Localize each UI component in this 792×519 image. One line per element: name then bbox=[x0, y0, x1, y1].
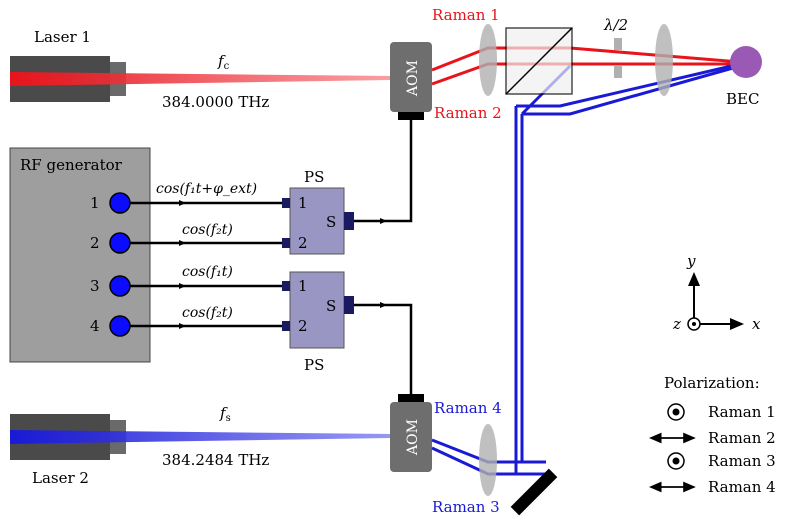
laser-1-freq-value: 384.0000 THz bbox=[162, 93, 269, 111]
polarization-legend: Polarization: Raman 1 Raman 2 Raman 3 Ra… bbox=[649, 374, 776, 496]
rf-cables bbox=[130, 201, 282, 328]
svg-text:4: 4 bbox=[90, 317, 100, 335]
beam-splitter bbox=[505, 27, 573, 95]
half-wave-plate: λ/2 bbox=[603, 16, 628, 78]
ps-2-label: PS bbox=[304, 356, 324, 374]
lens-1 bbox=[479, 24, 497, 96]
laser-2-freq-symbol: fs bbox=[219, 404, 231, 424]
waveplate-label: λ/2 bbox=[603, 16, 628, 34]
laser-2-beam bbox=[10, 430, 390, 444]
svg-text:S: S bbox=[326, 297, 336, 315]
raman-2-label: Raman 2 bbox=[434, 104, 502, 122]
bec-label: BEC bbox=[726, 90, 759, 108]
svg-text:1: 1 bbox=[298, 277, 308, 295]
laser-1-label: Laser 1 bbox=[34, 28, 91, 46]
aom-1: AOM bbox=[390, 42, 432, 120]
polarization-item-4: Raman 4 bbox=[708, 478, 776, 496]
laser-1: Laser 1 fc 384.0000 THz bbox=[10, 28, 390, 111]
ps-1-label: PS bbox=[304, 168, 324, 186]
svg-text:1: 1 bbox=[298, 194, 308, 212]
phase-shifter-1: 1 2 S PS bbox=[282, 168, 354, 255]
laser-1-beam bbox=[10, 72, 390, 86]
bec-cloud bbox=[730, 46, 762, 78]
aom-2-label: AOM bbox=[405, 419, 421, 456]
laser-2-label: Laser 2 bbox=[32, 469, 89, 487]
rf-generator-title: RF generator bbox=[20, 156, 123, 174]
raman-3-label: Raman 3 bbox=[432, 498, 500, 516]
ps-to-aom-cables bbox=[354, 120, 413, 394]
axis-y-label: y bbox=[686, 252, 696, 270]
rf-port-2: 2 bbox=[90, 232, 131, 254]
polarization-item-1: Raman 1 bbox=[708, 403, 776, 421]
laser-1-freq-symbol: fc bbox=[217, 52, 230, 72]
signal-1-label: cos(f₁t+φ_ext) bbox=[156, 181, 257, 197]
dot-circle-icon bbox=[667, 403, 685, 421]
raman-1-label: Raman 1 bbox=[432, 6, 500, 24]
laser-2: Laser 2 fs 384.2484 THz bbox=[10, 404, 390, 487]
aom-2: AOM bbox=[390, 394, 432, 472]
polarization-item-3: Raman 3 bbox=[708, 452, 776, 470]
mirror bbox=[510, 468, 558, 516]
signal-4-label: cos(f₂t) bbox=[182, 305, 233, 321]
rf-generator: RF generator 1 2 3 4 bbox=[9, 147, 151, 363]
svg-text:S: S bbox=[326, 213, 336, 231]
dot-circle-icon bbox=[667, 452, 685, 470]
svg-text:2: 2 bbox=[298, 317, 308, 335]
raman-4-label: Raman 4 bbox=[434, 399, 502, 417]
lens-2 bbox=[655, 24, 673, 96]
laser-2-freq-value: 384.2484 THz bbox=[162, 451, 269, 469]
signal-3-label: cos(f₁t) bbox=[182, 264, 233, 280]
lens-3 bbox=[479, 424, 497, 496]
svg-text:2: 2 bbox=[298, 234, 308, 252]
svg-text:2: 2 bbox=[90, 234, 100, 252]
polarization-item-2: Raman 2 bbox=[708, 429, 776, 447]
axis-z-label: z bbox=[672, 315, 681, 333]
svg-text:1: 1 bbox=[90, 194, 100, 212]
axis-x-label: x bbox=[752, 315, 761, 333]
signal-2-label: cos(f₂t) bbox=[182, 222, 233, 238]
svg-text:3: 3 bbox=[90, 277, 100, 295]
coordinate-axes: y x z bbox=[672, 252, 761, 333]
aom-1-label: AOM bbox=[405, 60, 421, 97]
phase-shifter-2: 1 2 S PS bbox=[282, 271, 354, 374]
polarization-title: Polarization: bbox=[664, 374, 760, 392]
